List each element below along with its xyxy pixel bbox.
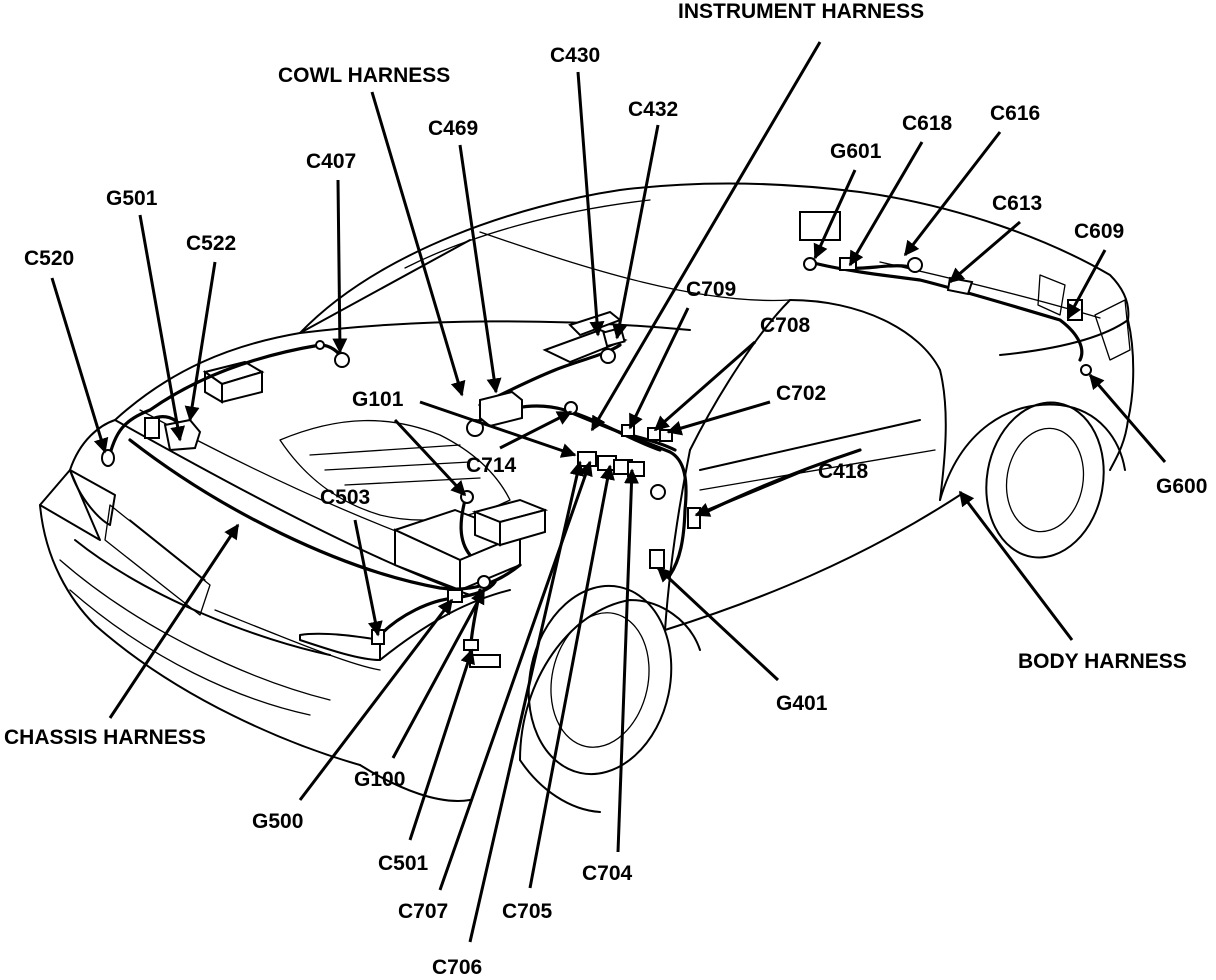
label-g600: G600 <box>1156 475 1207 498</box>
label-c714: C714 <box>466 454 517 477</box>
label-g501: G501 <box>106 187 158 210</box>
label-c707: C707 <box>398 900 448 923</box>
label-c704: C704 <box>582 862 633 885</box>
label-body-harness: BODY HARNESS <box>1018 650 1187 673</box>
label-c613: C613 <box>992 192 1042 215</box>
label-c407: C407 <box>306 150 356 173</box>
label-c522: C522 <box>186 232 236 255</box>
label-c469: C469 <box>428 117 478 140</box>
label-c432: C432 <box>628 98 678 121</box>
label-c706: C706 <box>432 956 482 979</box>
label-instrument-harness: INSTRUMENT HARNESS <box>678 0 924 23</box>
label-c702: C702 <box>776 382 826 405</box>
label-c616: C616 <box>990 102 1040 125</box>
label-c430: C430 <box>550 44 600 67</box>
label-c418: C418 <box>818 460 869 483</box>
label-chassis-harness: CHASSIS HARNESS <box>4 726 206 749</box>
engine-bay <box>202 360 549 592</box>
labels: INSTRUMENT HARNESS COWL HARNESS CHASSIS … <box>4 0 1207 979</box>
label-g601: G601 <box>830 140 882 163</box>
label-g101: G101 <box>352 388 404 411</box>
car-outline <box>39 182 1135 813</box>
label-g500: G500 <box>252 810 303 833</box>
label-c501: C501 <box>378 852 429 875</box>
label-c709: C709 <box>686 278 736 301</box>
connector-parts <box>101 211 1092 668</box>
label-g401: G401 <box>776 692 828 715</box>
label-cowl-harness: COWL HARNESS <box>278 64 450 87</box>
label-g100: G100 <box>354 768 405 791</box>
label-c609: C609 <box>1074 220 1124 243</box>
label-c708: C708 <box>760 314 811 337</box>
label-c705: C705 <box>502 900 553 923</box>
leader-arrows <box>50 41 1167 943</box>
label-c520: C520 <box>24 247 74 270</box>
label-c503: C503 <box>320 486 370 509</box>
label-c618: C618 <box>902 112 953 135</box>
